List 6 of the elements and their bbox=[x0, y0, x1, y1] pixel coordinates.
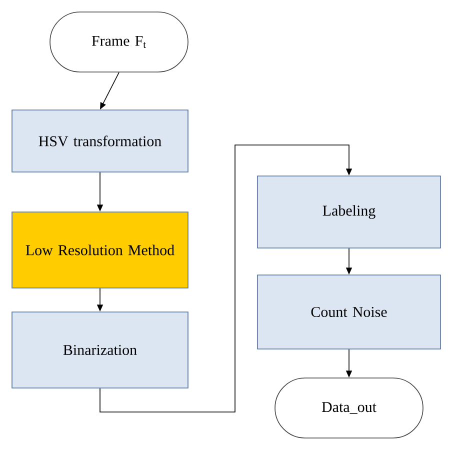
process-box: Low Resolution Method bbox=[12, 212, 188, 288]
process-box: Count Noise bbox=[257, 274, 441, 350]
process-box: Binarization bbox=[12, 312, 188, 388]
process-box: Labeling bbox=[257, 176, 441, 248]
arrow bbox=[100, 144, 352, 412]
process-box: HSV transformation bbox=[12, 110, 188, 172]
